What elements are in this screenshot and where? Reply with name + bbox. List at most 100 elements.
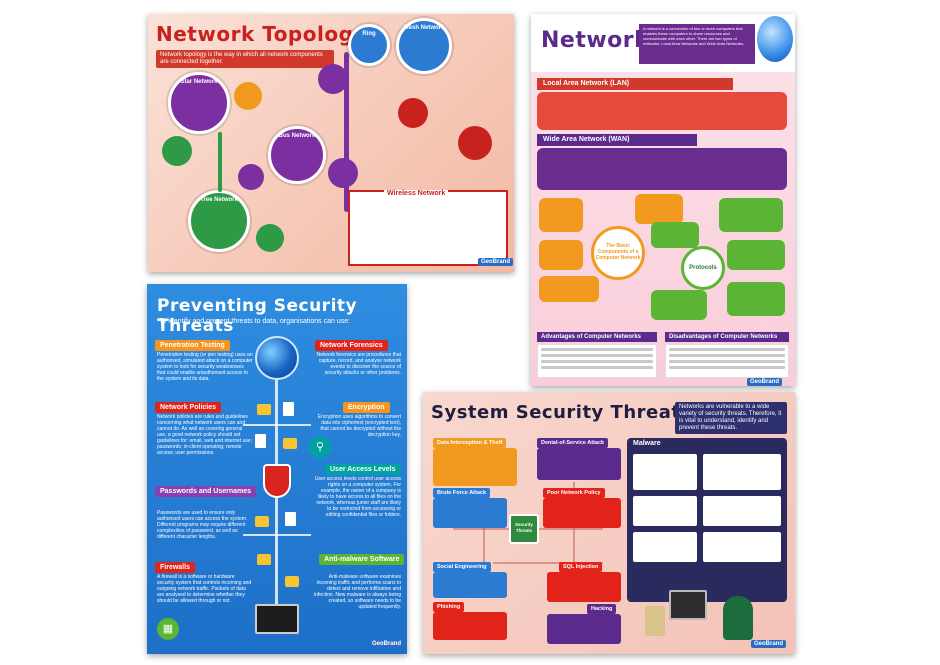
brand-logo: GeoBrand [751,640,787,648]
threat-card [703,454,781,490]
protocol-card [727,282,785,316]
protocol-card [651,222,699,248]
social-engineering-tag: Social Engineering [433,562,491,572]
data-interception-tag: Data Interception & Theft [433,438,507,448]
penetration-testing-heading: Penetration Testing [155,340,230,351]
threat-card [633,496,697,526]
anti-malware-text: Anti-malware software examines incoming … [314,574,401,610]
user-access-heading: User Access Levels [325,464,401,475]
dos-card [537,448,621,480]
threat-card [703,532,781,562]
protocols-hub: Protocols [681,246,725,290]
malware-heading: Malware [633,440,661,447]
flow-line [243,424,311,426]
network-policies-text: Network policies are rules and guideline… [157,414,253,456]
brute-force-card [433,498,507,528]
lan-banner: Local Area Network (LAN) [537,78,733,90]
sql-injection-tag: SQL Injection [559,562,603,572]
network-forensics-heading: Network Forensics [315,340,388,351]
user-access-text: User access levels control user access r… [314,476,401,518]
dos-tag: Denial-of-Service Attack [537,438,609,448]
component-card [539,276,599,302]
network-forensics-text: Network forensics are procedures that ca… [316,352,401,376]
disadvantages-heading: Disadvantages of Computer Networks [665,332,789,342]
document-icon [255,434,266,448]
document-icon [285,512,296,526]
wan-panel [537,148,787,190]
wan-banner: Wide Area Network (WAN) [537,134,697,146]
brand-logo: GeoBrand [478,258,514,266]
hacking-card [547,614,621,644]
document-icon [283,402,294,416]
info-bubble [238,164,264,190]
hacker-figure [723,596,753,640]
mesh-network-diagram: Mesh Network [396,18,452,74]
wireless-network-label: Wireless Network [384,190,449,197]
hacking-tag: Hacking [587,604,617,614]
system-security-threats-poster[interactable]: System Security Threats Networks are vul… [423,392,795,654]
ring-network-diagram: Ring [348,24,390,66]
poster-title: Preventing Security Threats [157,296,358,336]
threat-card [703,496,781,526]
wireless-channel-chart [348,190,508,266]
network-policies-heading: Network Policies [155,402,222,413]
lan-panel [537,92,787,130]
poster-intro: A network is a connection of two or more… [643,26,745,46]
components-hub: The Basic Components of a Computer Netwo… [591,226,645,280]
poster-intro: Networks are vulnerable to a wide variet… [675,402,787,434]
brand-logo: GeoBrand [369,640,405,648]
info-bubble [318,64,348,94]
bus-network-diagram: Bus Network [268,126,326,184]
social-engineering-card [433,572,507,598]
penetration-testing-text: Penetration testing (or pen testing) use… [157,352,253,382]
preventing-security-threats-poster[interactable]: Preventing Security Threats To identify … [147,284,407,654]
advantages-list [537,344,657,378]
firewalls-text: A firewall is a software or hardware sec… [157,574,252,604]
globe-icon [757,16,793,62]
networks-poster[interactable]: Networks A network is a connection of tw… [531,14,795,386]
phishing-card [433,612,507,640]
encryption-heading: Encryption [343,402,390,413]
flow-line [243,534,311,536]
connector-line [344,52,349,212]
firewall-icon: ▦ [157,618,179,640]
encryption-text: Encryption uses algorithms to convert da… [317,414,401,438]
protocol-card [651,290,707,320]
folder-icon [285,576,299,587]
component-card [539,240,583,270]
passwords-heading: Passwords and Usernames [155,486,257,497]
poster-title: Network Topology [156,22,367,46]
component-card [635,194,683,224]
network-topology-poster[interactable]: Network Topology Network topology is the… [148,14,514,272]
books-icon [645,606,665,636]
protocol-card [719,198,783,232]
poster-intro: To identify and prevent threats to data,… [159,318,351,325]
key-icon: ⚲ [309,436,331,458]
connector-line [218,132,222,192]
advantages-heading: Advantages of Computer Networks [537,332,657,342]
circuit-line [483,492,485,572]
disadvantages-list [665,344,789,378]
brute-force-tag: Brute Force Attack [433,488,491,498]
passwords-text: Passwords are used to ensure only author… [157,510,248,540]
threat-card [633,532,697,562]
security-threats-chip: Security Threats [509,514,539,544]
star-network-diagram: Star Network [168,72,230,134]
protocol-card [727,240,785,270]
tree-network-diagram: Tree Network [188,190,250,252]
info-bubble [256,224,284,252]
laptop-icon [669,590,707,620]
threat-card [633,454,697,490]
data-interception-card [433,448,517,486]
brand-logo: GeoBrand [747,378,783,386]
globe-icon [255,336,299,380]
poor-policy-tag: Poor Network Policy [543,488,605,498]
firewalls-heading: Firewalls [155,562,195,573]
component-card [539,198,583,232]
anti-malware-heading: Anti-malware Software [319,554,405,565]
circuit-line [573,482,575,582]
phishing-tag: Phishing [433,602,465,612]
info-bubble [458,126,492,160]
info-bubble [398,98,428,128]
